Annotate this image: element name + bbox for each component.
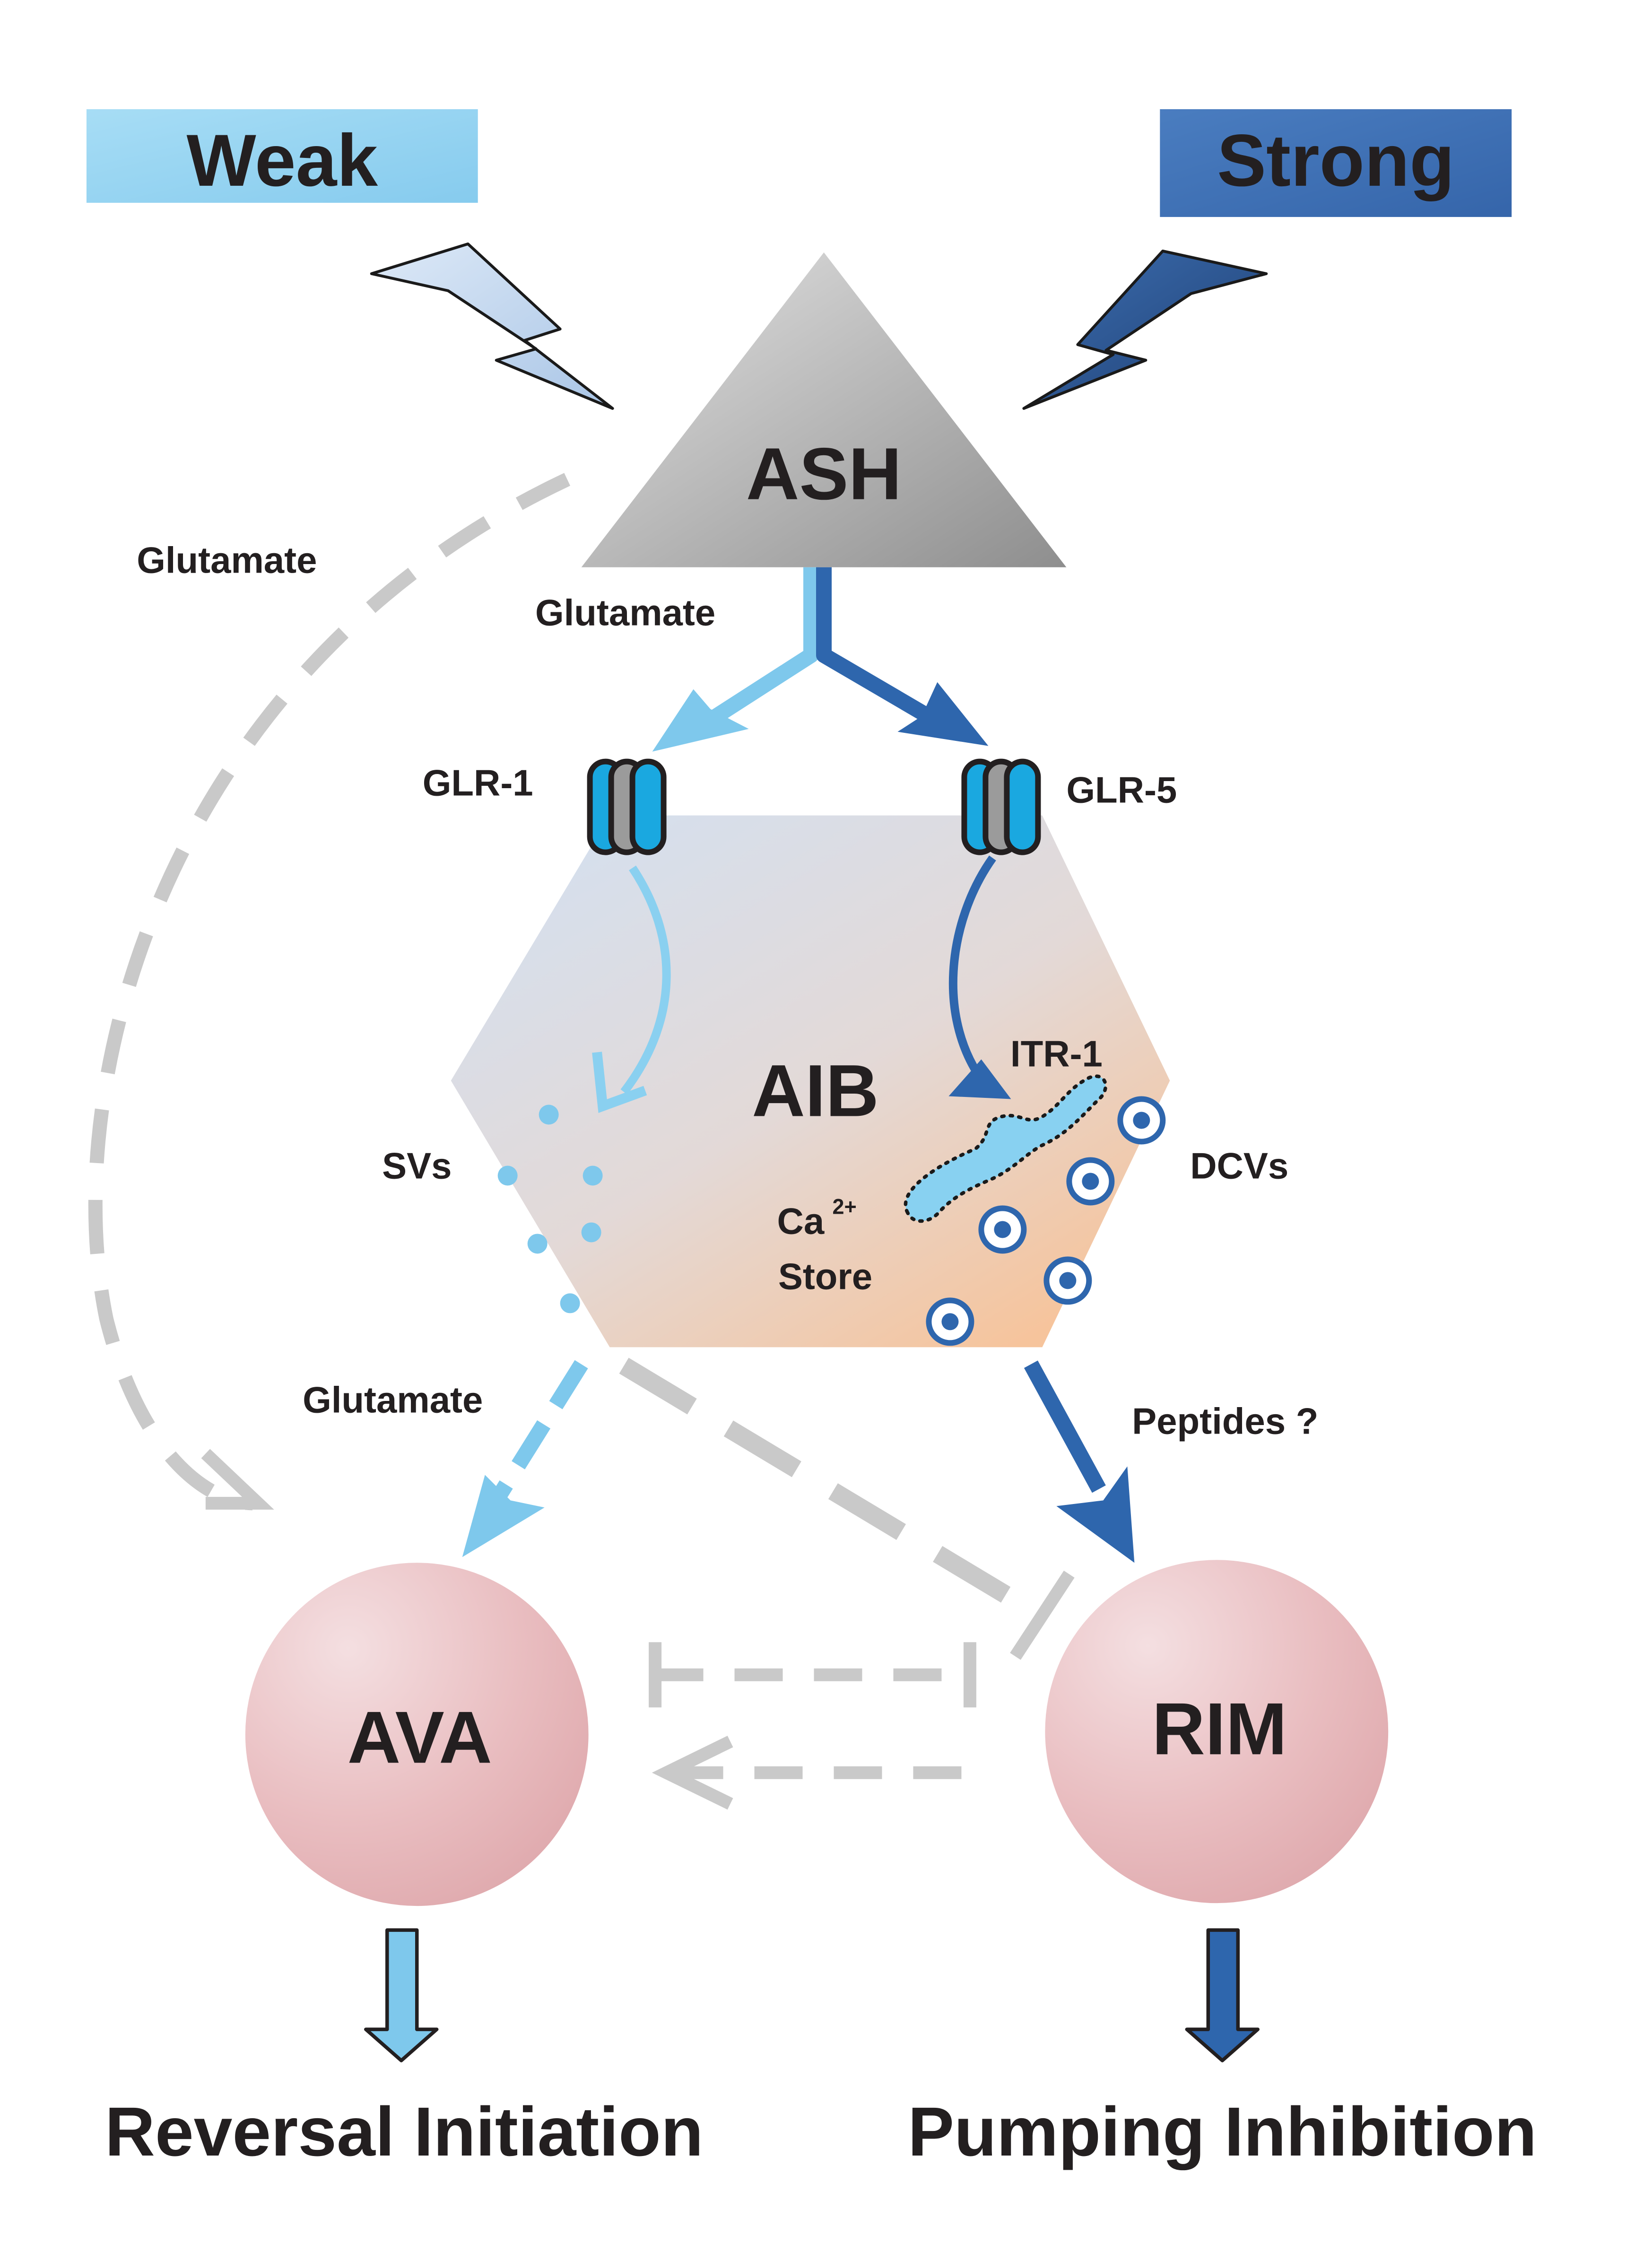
glutamate-center-label: Glutamate bbox=[535, 592, 715, 634]
ava-label: AVA bbox=[348, 1696, 492, 1779]
aib-rim-arrowhead bbox=[1056, 1466, 1135, 1563]
synaptic-vesicles bbox=[497, 1104, 603, 1313]
itr1-label: ITR-1 bbox=[1010, 1033, 1103, 1075]
aib-rim-peptide-line bbox=[1024, 1360, 1106, 1493]
ash-glr5-arrowhead bbox=[897, 682, 989, 746]
dcvs-label: DCVs bbox=[1190, 1145, 1288, 1186]
ash-glr5-strong-path bbox=[816, 567, 944, 730]
aib-ava-glutamate-dashed-line bbox=[489, 1360, 588, 1505]
glr1-sv-arrowhead bbox=[592, 1052, 647, 1113]
glutamate-left-label: Glutamate bbox=[137, 539, 317, 581]
pumping-output-arrow-icon bbox=[1185, 1928, 1260, 2062]
aib-rim-inhibition-bar bbox=[1010, 1570, 1075, 1660]
weak-stimulus-box: Weak bbox=[86, 109, 478, 203]
glr1-receptor-icon bbox=[587, 758, 667, 855]
ca-store-ca-label: Ca bbox=[777, 1200, 825, 1242]
ca-store-store-label: Store bbox=[778, 1255, 872, 1297]
aib-label: AIB bbox=[752, 1050, 879, 1132]
glutamate-bottom-label: Glutamate bbox=[303, 1379, 483, 1420]
ash-glr1-arrowhead bbox=[652, 689, 749, 752]
strong-label: Strong bbox=[1217, 120, 1454, 202]
svs-label: SVs bbox=[382, 1145, 452, 1186]
aib-ava-arrowhead bbox=[462, 1475, 545, 1557]
weak-lightning-icon bbox=[370, 242, 614, 410]
glr5-receptor-icon bbox=[961, 758, 1041, 855]
strong-lightning-icon bbox=[1022, 249, 1268, 410]
reversal-output-arrow-icon bbox=[364, 1928, 439, 2062]
rim-neuron bbox=[1045, 1560, 1389, 1904]
weak-label: Weak bbox=[187, 120, 378, 202]
glr5-label: GLR-5 bbox=[1066, 769, 1177, 811]
ash-label: ASH bbox=[746, 433, 902, 515]
peptides-label: Peptides ? bbox=[1132, 1400, 1318, 1442]
ash-neuron bbox=[581, 252, 1067, 567]
ava-neuron bbox=[245, 1563, 589, 1906]
glr5-itr1-curved-arrow bbox=[948, 855, 996, 1088]
pumping-inhibition-label: Pumping Inhibition bbox=[908, 2093, 1537, 2171]
rim-ava-arrowhead bbox=[652, 1736, 733, 1810]
ca-store-superscript: 2+ bbox=[832, 1194, 856, 1218]
ca-store-er-icon bbox=[904, 1074, 1108, 1223]
glr1-label: GLR-1 bbox=[423, 762, 533, 804]
ash-ava-glutamate-dashed-path bbox=[88, 473, 571, 1511]
dense-core-vesicles bbox=[926, 1096, 1166, 1346]
glr1-sv-curved-arrow bbox=[620, 865, 671, 1095]
glr5-itr1-arrowhead bbox=[948, 1059, 1011, 1099]
reversal-initiation-label: Reversal Initiation bbox=[105, 2093, 704, 2171]
ash-glr1-weak-path bbox=[687, 567, 819, 739]
ash-ava-arrowhead bbox=[201, 1449, 274, 1510]
aib-rim-inhibitory-dashed-line bbox=[619, 1357, 1047, 1625]
strong-stimulus-box: Strong bbox=[1160, 109, 1512, 217]
rim-label: RIM bbox=[1152, 1688, 1287, 1770]
